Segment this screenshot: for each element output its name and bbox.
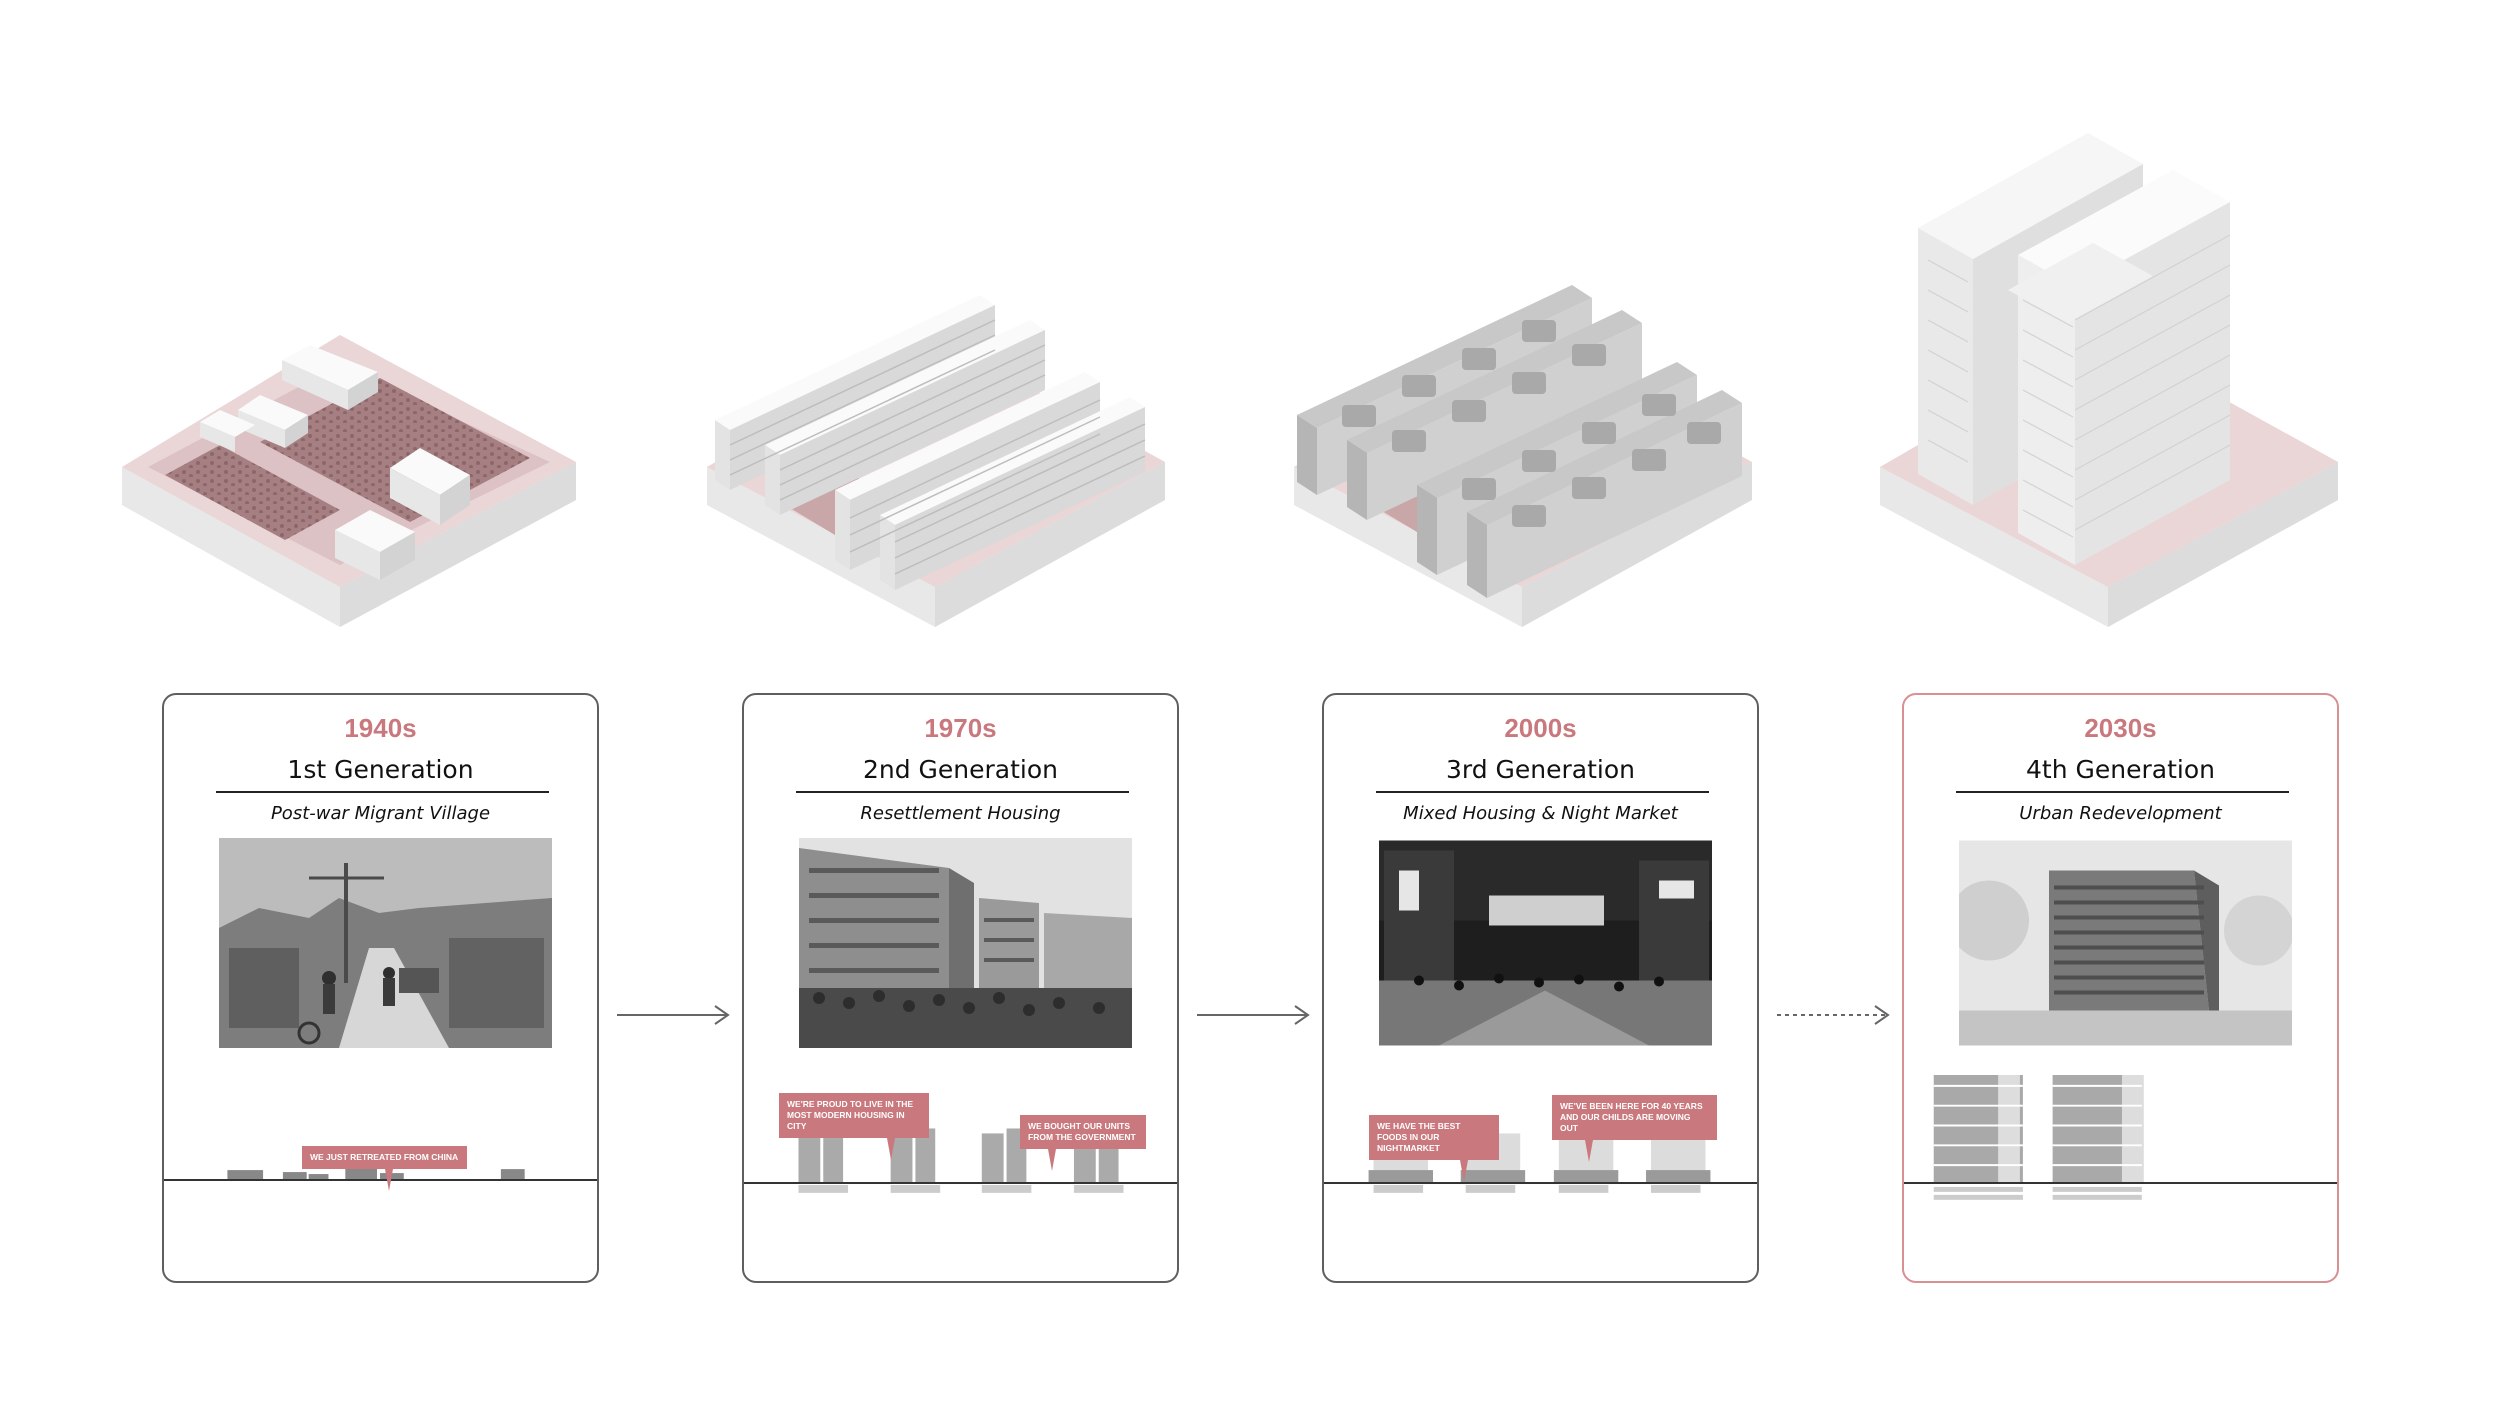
title-divider <box>796 791 1129 793</box>
village-houses <box>200 345 470 580</box>
speech-bubble: WE BOUGHT OUR UNITS FROM THE GOVERNMENT <box>1020 1115 1146 1171</box>
model-1940s-village <box>122 335 576 627</box>
section-diagram-1940s <box>164 1168 597 1181</box>
section-diagram-2030s <box>1904 1075 2337 1200</box>
arrow-right-icon <box>1197 1005 1310 1025</box>
decade-label: 2030s <box>2084 713 2157 743</box>
model-1970s-slabs <box>707 295 1165 627</box>
photo-urban-redevelopment <box>1959 840 2292 1046</box>
generation-subtitle: Post-war Migrant Village <box>270 803 491 824</box>
generation-title: 1st Generation <box>287 755 474 784</box>
title-divider <box>216 791 549 793</box>
generation-title: 3rd Generation <box>1445 755 1636 784</box>
speech-bubble: WE HAVE THE BEST FOODS IN OUR NIGHTMARKE… <box>1369 1115 1499 1182</box>
speech-bubble: WE JUST RETREATED FROM CHINA <box>302 1146 467 1191</box>
arrow-right-icon <box>617 1005 730 1025</box>
decade-label: 2000s <box>1504 713 1577 743</box>
card-1940s: 1940s 1st Generation Post-war Migrant Vi… <box>162 693 599 1283</box>
speech-bubble: WE'VE BEEN HERE FOR 40 YEARS AND OUR CHI… <box>1552 1095 1717 1162</box>
title-divider <box>1956 791 2289 793</box>
card-1970s: 1970s 2nd Generation Resettlement Housin… <box>742 693 1179 1283</box>
tower-front <box>2008 170 2230 565</box>
photo-night-market <box>1379 840 1712 1046</box>
model-2000s-mixed <box>1294 285 1752 627</box>
decade-label: 1970s <box>924 713 997 743</box>
generation-title: 4th Generation <box>2026 755 2215 784</box>
decade-label: 1940s <box>344 713 417 743</box>
generation-subtitle: Urban Redevelopment <box>2019 803 2222 824</box>
card-2030s: 2030s 4th Generation Urban Redevelopment <box>1902 693 2339 1283</box>
model-2030s-tower <box>1880 133 2338 627</box>
generation-subtitle: Mixed Housing & Night Market <box>1403 803 1678 824</box>
photo-migrant-village <box>219 838 552 1048</box>
generation-title: 2nd Generation <box>862 755 1059 784</box>
mixed-block-4 <box>1467 390 1742 598</box>
generation-subtitle: Resettlement Housing <box>860 803 1061 824</box>
card-2000s: 2000s 3rd Generation Mixed Housing & Nig… <box>1322 693 1759 1283</box>
mixed-block-2 <box>1347 310 1642 520</box>
speech-bubble: WE'RE PROUD TO LIVE IN THE MOST MODERN H… <box>779 1093 929 1160</box>
title-divider <box>1376 791 1709 793</box>
dashed-arrow-right-icon <box>1777 1005 1890 1025</box>
photo-resettlement-housing <box>799 838 1132 1048</box>
